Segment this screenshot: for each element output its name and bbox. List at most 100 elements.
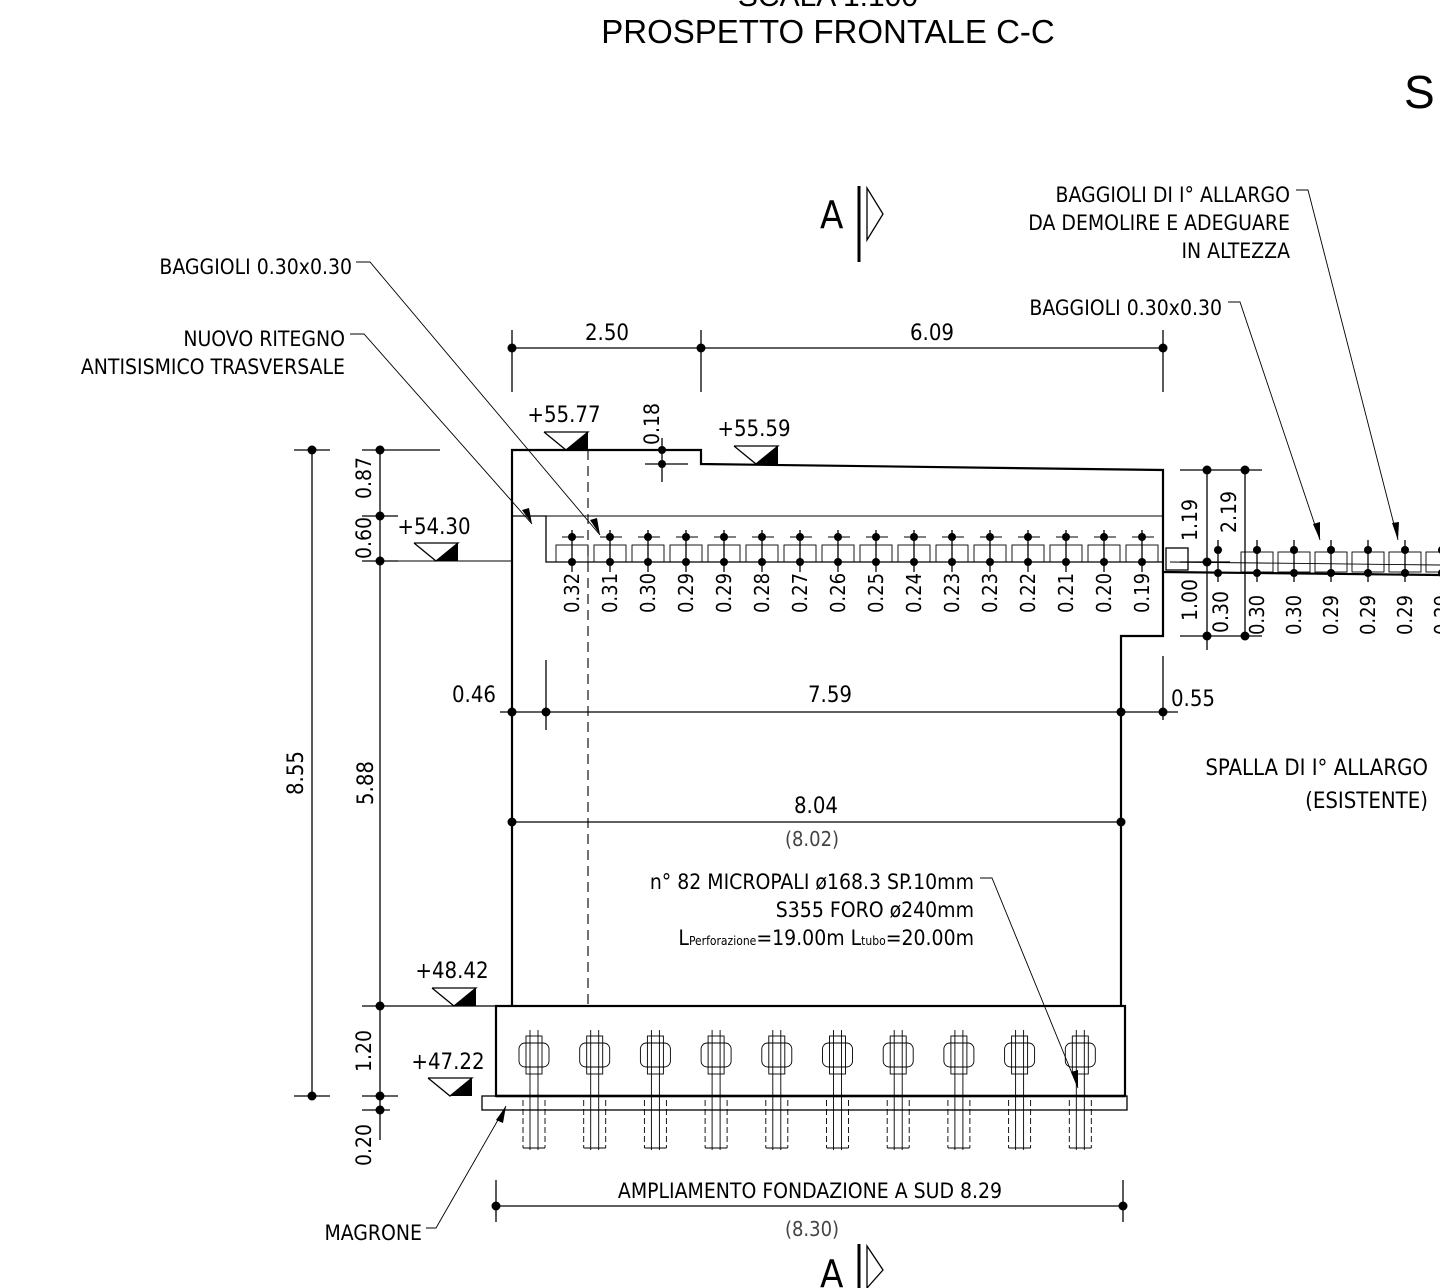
bearing: 0.27 <box>783 530 817 613</box>
section-letter-bottom: A <box>820 1252 844 1288</box>
bearing: 0.23 <box>973 530 1007 613</box>
existing-bearing-height-label: 0.29 <box>1393 595 1417 635</box>
micropile <box>943 1030 975 1150</box>
abutment-outline <box>481 448 1165 1111</box>
svg-text:BAGGIOLI 0.30x0.30: BAGGIOLI 0.30x0.30 <box>1029 296 1222 320</box>
label-micropali: n° 82 MICROPALI ø168.3 SP.10mm S355 FORO… <box>650 870 1079 1089</box>
svg-text:NUOVO RITEGNO: NUOVO RITEGNO <box>183 327 345 351</box>
svg-text:MAGRONE: MAGRONE <box>324 1221 422 1245</box>
svg-text:0.46: 0.46 <box>452 683 496 708</box>
bearing: 0.23 <box>935 530 969 613</box>
svg-text:(8.02): (8.02) <box>785 827 839 851</box>
existing-bearing: 0.29 <box>1314 540 1348 635</box>
right-title-partial: S <box>1404 66 1435 118</box>
bearing-height-label: 0.30 <box>636 573 660 613</box>
micropile-row <box>518 1030 1096 1150</box>
right-dimension-chain: 1.19 2.19 1.00 0.30 <box>1178 465 1262 650</box>
bearing: 0.30 <box>631 530 665 613</box>
svg-text:+55.77: +55.77 <box>527 403 600 428</box>
bearing-height-label: 0.28 <box>750 573 774 613</box>
top-dimension-line: 2.50 6.09 <box>507 321 1168 392</box>
micropile <box>1064 1030 1096 1150</box>
bearing: 0.25 <box>859 530 893 613</box>
dim-step: 0.18 <box>640 403 664 445</box>
bearing-height-label: 0.32 <box>560 573 584 613</box>
svg-text:8.04: 8.04 <box>794 794 838 819</box>
svg-text:(ESISTENTE): (ESISTENTE) <box>1305 789 1428 814</box>
existing-bearing <box>1214 540 1222 582</box>
micropile <box>761 1030 793 1150</box>
bearing: 0.21 <box>1049 530 1083 613</box>
left-dimension-total: 8.55 <box>284 445 330 1101</box>
svg-text:+48.42: +48.42 <box>415 959 488 984</box>
section-letter-top: A <box>820 193 844 237</box>
elevation-55-59: +55.59 <box>717 417 791 465</box>
svg-text:SPALLA DI I° ALLARGO: SPALLA DI I° ALLARGO <box>1205 756 1428 781</box>
bearing-row: 0.32 0.31 0.30 0.29 0.29 0.28 0.27 0.26 0.25 0.24… <box>555 530 1159 613</box>
svg-text:IN ALTEZZA: IN ALTEZZA <box>1181 239 1290 263</box>
bearing-height-label: 0.29 <box>712 573 736 613</box>
micropile <box>700 1030 732 1150</box>
existing-bearing-height-label: 0.29 <box>1319 595 1343 635</box>
bearing: 0.20 <box>1087 530 1121 613</box>
bearing-height-label: 0.23 <box>978 573 1002 613</box>
svg-text:1.00: 1.00 <box>1178 579 1202 621</box>
bearing-height-label: 0.19 <box>1130 573 1154 613</box>
existing-bearing: 0.30 <box>1240 540 1274 635</box>
label-baggioli-allargo: BAGGIOLI DI I° ALLARGO DA DEMOLIRE E ADE… <box>1028 183 1399 541</box>
svg-text:1.20: 1.20 <box>352 1030 376 1072</box>
label-spalla: SPALLA DI I° ALLARGO (ESISTENTE) <box>1205 756 1428 814</box>
svg-text:7.59: 7.59 <box>808 683 852 708</box>
svg-text:1.19: 1.19 <box>1178 499 1202 541</box>
elevation-48-42: +48.42 <box>415 959 489 1007</box>
bearing-height-label: 0.22 <box>1016 573 1040 613</box>
svg-text:+47.22: +47.22 <box>411 1050 484 1075</box>
bearing: 0.29 <box>707 530 741 613</box>
svg-text:BAGGIOLI 0.30x0.30: BAGGIOLI 0.30x0.30 <box>159 255 352 279</box>
svg-text:LPerforazione=19.00m Ltubo=20: LPerforazione=19.00m Ltubo=20.00m <box>678 926 974 950</box>
dim-top-left: 2.50 <box>585 321 629 346</box>
existing-bearing: 0.29 <box>1351 540 1385 635</box>
bearing-height-label: 0.20 <box>1092 573 1116 613</box>
svg-text:0.87: 0.87 <box>352 457 376 499</box>
svg-text:ANTISISMICO TRASVERSALE: ANTISISMICO TRASVERSALE <box>81 355 345 379</box>
svg-text:+54.30: +54.30 <box>397 515 470 540</box>
bearing-height-label: 0.25 <box>864 573 888 613</box>
bearing: 0.32 <box>555 530 589 613</box>
existing-bearing-height-label: 0.30 <box>1245 595 1269 635</box>
micropile <box>822 1030 853 1150</box>
bearing: 0.26 <box>821 530 855 613</box>
scale-label-partial: SCALA 1:100 <box>738 0 918 13</box>
bearing: 0.19 <box>1125 530 1159 613</box>
bearing: 0.28 <box>745 530 779 613</box>
label-ritegno: NUOVO RITEGNO ANTISISMICO TRASVERSALE <box>81 327 533 525</box>
elevation-55-77: +55.77 <box>527 403 601 451</box>
bearing: 0.31 <box>593 530 627 613</box>
svg-text:5.88: 5.88 <box>354 761 379 805</box>
section-mark-bottom: A <box>820 1243 884 1288</box>
label-baggioli-right: BAGGIOLI 0.30x0.30 <box>1029 296 1321 541</box>
bearing: 0.24 <box>897 530 931 613</box>
existing-bearing-height-label: 0.29 <box>1356 595 1380 635</box>
svg-text:BAGGIOLI DI I° ALLARGO: BAGGIOLI DI I° ALLARGO <box>1056 183 1290 207</box>
bearing-height-label: 0.21 <box>1054 573 1078 613</box>
drawing-title: PROSPETTO FRONTALE C-C <box>601 13 1055 50</box>
svg-text:+55.59: +55.59 <box>717 417 790 442</box>
micropile <box>882 1030 914 1150</box>
elevation-54-30: +54.30 <box>380 515 512 562</box>
micropile <box>639 1030 671 1150</box>
svg-text:0.55: 0.55 <box>1171 687 1215 712</box>
step-dimension: 0.18 <box>640 403 700 482</box>
section-mark-top: A <box>820 185 884 262</box>
elevation-47-22: +47.22 <box>411 1050 485 1097</box>
mid-width-dimension: 0.46 7.59 0.55 <box>452 656 1215 730</box>
existing-bearing: 0.29 <box>1388 540 1422 635</box>
existing-bearing: 0.30 <box>1277 540 1311 635</box>
bearing-height-label: 0.26 <box>826 573 850 613</box>
foundation-label: AMPLIAMENTO FONDAZIONE A SUD 8.29 <box>618 1179 1002 1203</box>
svg-text:0.20: 0.20 <box>352 1124 376 1166</box>
existing-bearing-height-label: 0.30 <box>1282 595 1306 635</box>
bearing-height-label: 0.29 <box>674 573 698 613</box>
